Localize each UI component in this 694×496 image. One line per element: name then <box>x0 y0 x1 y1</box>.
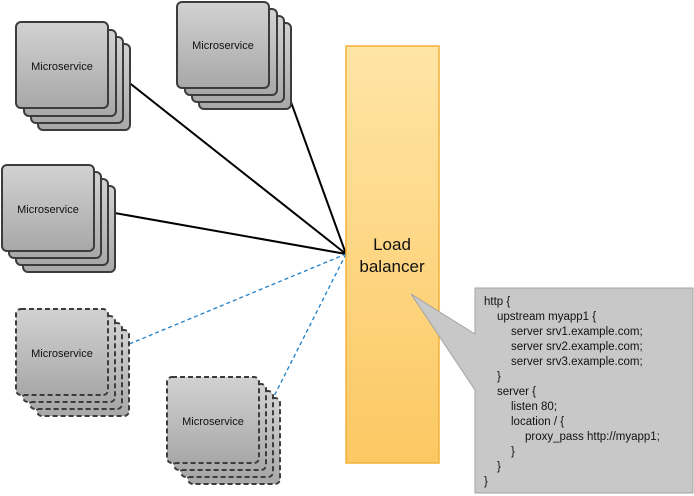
microservice-stack-3: Microservice <box>1 164 116 273</box>
microservice-box <box>15 308 109 396</box>
load-balancer-box <box>345 45 440 464</box>
code-line: } <box>497 371 501 383</box>
microservice-stack-2: Microservice <box>176 1 292 110</box>
code-line: server { <box>497 386 536 398</box>
callout-shape <box>410 287 694 494</box>
code-line: upstream myapp1 { <box>497 311 596 323</box>
microservice-label: Microservice <box>182 416 244 428</box>
load-balancer-label-line2: balancer <box>359 257 425 276</box>
code-line: } <box>511 446 515 458</box>
code-line: http { <box>484 296 510 308</box>
microservice-box <box>1 164 95 252</box>
microservice-stack-4: Microservice <box>15 308 130 417</box>
microservice-label: Microservice <box>31 61 93 73</box>
code-line: } <box>497 461 501 473</box>
connection-line-ms-3 <box>91 208 347 255</box>
code-line: location / { <box>511 416 564 428</box>
microservice-stack-5: Microservice <box>166 376 281 485</box>
microservice-stack-1: Microservice <box>15 21 131 131</box>
code-line: server srv2.example.com; <box>511 341 643 353</box>
load-balancer: Load balancer <box>345 45 440 464</box>
code-line: server srv3.example.com; <box>511 356 643 368</box>
microservice-label: Microservice <box>192 40 254 52</box>
microservice-box <box>176 1 270 89</box>
microservice-box <box>166 376 260 464</box>
connection-line-ms-1 <box>107 65 347 255</box>
code-line: listen 80; <box>511 401 557 413</box>
connection-line-ms-5 <box>261 253 347 421</box>
config-callout: http { upstream myapp1 { server srv1.exa… <box>410 287 694 494</box>
load-balancer-label-line1: Load <box>373 235 411 254</box>
code-line: } <box>484 476 488 488</box>
microservice-label: Microservice <box>17 204 79 216</box>
microservice-label: Microservice <box>31 348 93 360</box>
connection-line-ms-4 <box>109 253 347 353</box>
code-line: proxy_pass http://myapp1; <box>525 431 660 443</box>
microservice-box <box>15 21 109 109</box>
code-line: server srv1.example.com; <box>511 326 643 338</box>
config-code: http { upstream myapp1 { server srv1.exa… <box>484 296 660 488</box>
